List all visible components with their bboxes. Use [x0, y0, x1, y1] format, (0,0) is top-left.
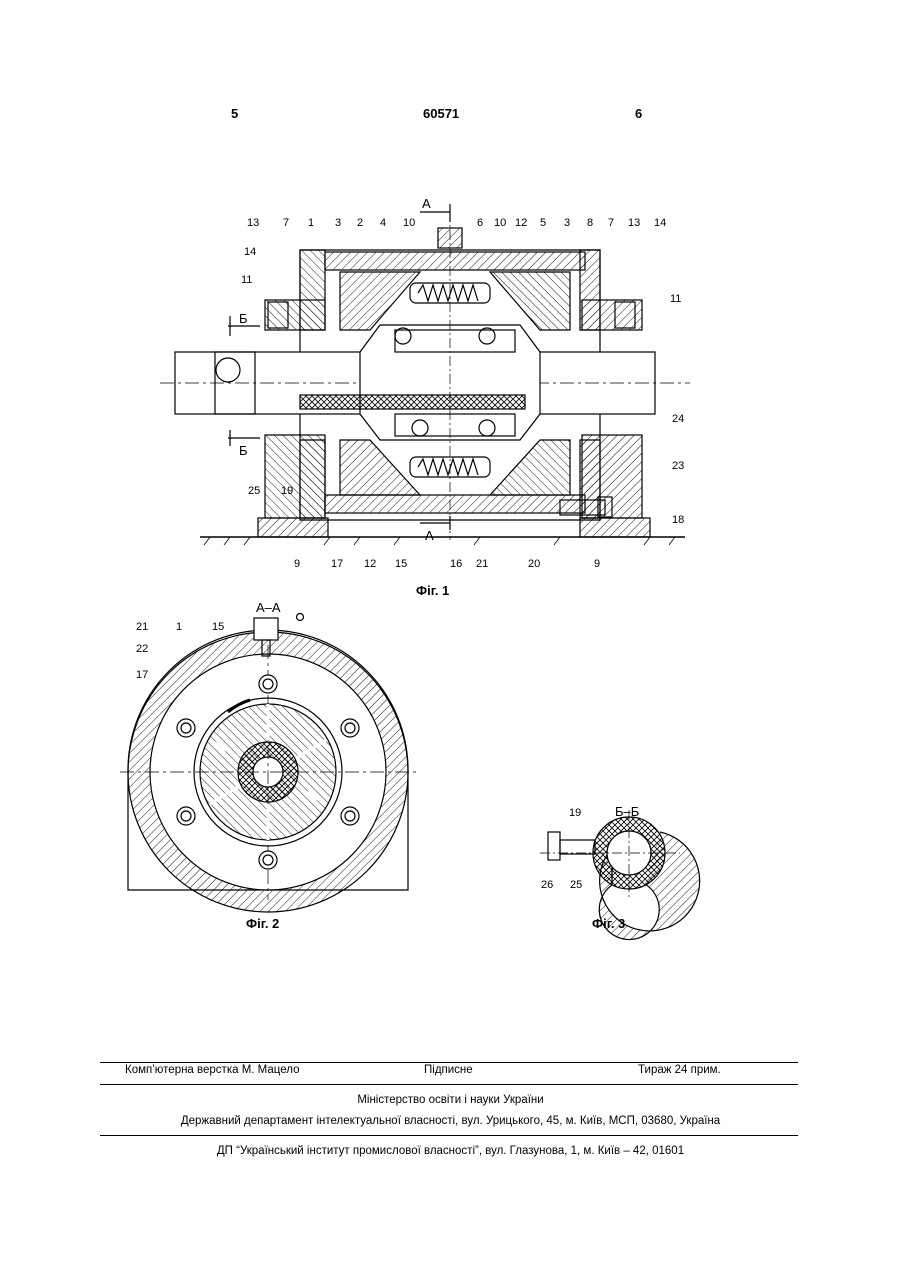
label: 17	[331, 558, 343, 570]
label: 21	[476, 558, 488, 570]
label: 15	[212, 621, 224, 633]
figure-1-caption: Фіг. 1	[416, 583, 449, 598]
label: 23	[672, 460, 684, 472]
label: 2	[357, 217, 363, 229]
label: 25	[248, 485, 260, 497]
fig1-labels-top: 13 7 1 3 2 4 10 6 10 12 5 3 8 7 13 14	[247, 217, 666, 229]
label: 14	[244, 246, 256, 258]
label: 19	[569, 807, 581, 819]
label: 1	[176, 621, 182, 633]
label: 9	[594, 558, 600, 570]
label: 6	[477, 217, 483, 229]
footer-institute: ДП “Український інститут промислової вла…	[0, 1145, 901, 1157]
label: 4	[380, 217, 386, 229]
label: 14	[654, 217, 666, 229]
label: 11	[670, 293, 681, 305]
section-label-a-bottom: А	[425, 528, 434, 543]
section-label-bb: Б–Б	[615, 804, 639, 819]
label: 1	[308, 217, 314, 229]
label: 15	[395, 558, 407, 570]
label: 7	[608, 217, 614, 229]
footer-circulation: Тираж 24 прим.	[638, 1064, 721, 1076]
label: 13	[628, 217, 640, 229]
figure-3-caption: Фіг. 3	[592, 916, 625, 931]
footer-layout-credit: Комп’ютерна верстка М. Мацело	[125, 1064, 299, 1076]
label: 12	[515, 217, 527, 229]
footer-signed: Підписне	[424, 1064, 473, 1076]
section-label-b-top: Б	[239, 311, 248, 326]
footer-divider-2	[100, 1084, 798, 1085]
fig3-labels: 19 26 25	[541, 807, 582, 891]
section-label-a-top: А	[422, 196, 431, 211]
section-label-b-bottom: Б	[239, 443, 248, 458]
label: 22	[136, 643, 148, 655]
label: 8	[587, 217, 593, 229]
label: 12	[364, 558, 376, 570]
footer-department: Державний департамент інтелектуальної вл…	[0, 1115, 901, 1127]
label: 9	[294, 558, 300, 570]
label: 13	[247, 217, 259, 229]
footer-ministry: Міністерство освіти і науки України	[0, 1094, 901, 1106]
label: 11	[241, 274, 252, 286]
label: 25	[570, 879, 582, 891]
figure-1-drawing	[160, 212, 690, 545]
figure-2-drawing	[120, 614, 418, 913]
label: 5	[540, 217, 546, 229]
label: 24	[672, 413, 684, 425]
label: 16	[450, 558, 462, 570]
label: 10	[494, 217, 506, 229]
label: 19	[281, 485, 293, 497]
footer-divider-3	[100, 1135, 798, 1136]
label: 26	[541, 879, 553, 891]
label: 3	[564, 217, 570, 229]
label: 7	[283, 217, 289, 229]
label: 10	[403, 217, 415, 229]
figure-2-caption: Фіг. 2	[246, 916, 279, 931]
footer-divider-1	[100, 1062, 798, 1063]
label: 21	[136, 621, 148, 633]
label: 17	[136, 669, 148, 681]
label: 20	[528, 558, 540, 570]
section-label-aa: А–А	[256, 600, 281, 615]
label: 18	[672, 514, 684, 526]
label: 3	[335, 217, 341, 229]
